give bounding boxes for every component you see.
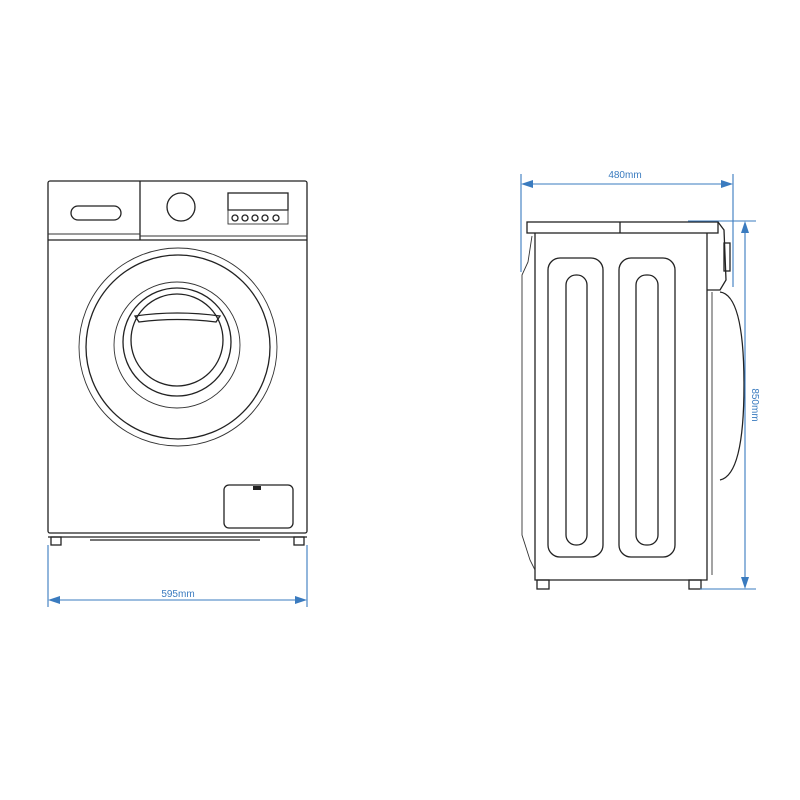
width-label: 595mm xyxy=(161,589,194,600)
top-cover xyxy=(526,221,719,234)
side-panel-2 xyxy=(618,257,676,558)
filter-cover xyxy=(223,484,294,529)
depth-label: 480mm xyxy=(608,170,641,181)
front-view xyxy=(47,180,308,546)
width-dimension: 595mm xyxy=(47,545,308,607)
door xyxy=(78,247,278,447)
foot-left xyxy=(50,536,62,546)
height-dimension: 850mm xyxy=(688,220,760,590)
height-label: 850mm xyxy=(749,388,760,421)
side-knob xyxy=(723,242,731,272)
program-knob xyxy=(166,192,196,222)
foot-right xyxy=(293,536,305,546)
display-panel xyxy=(227,192,289,211)
detergent-drawer-handle xyxy=(70,205,122,221)
control-buttons xyxy=(231,214,280,222)
depth-dimension: 480mm xyxy=(520,170,734,287)
door-profile xyxy=(719,291,745,481)
side-panel-1 xyxy=(547,257,604,558)
front-body xyxy=(47,180,308,534)
side-view xyxy=(521,221,745,590)
